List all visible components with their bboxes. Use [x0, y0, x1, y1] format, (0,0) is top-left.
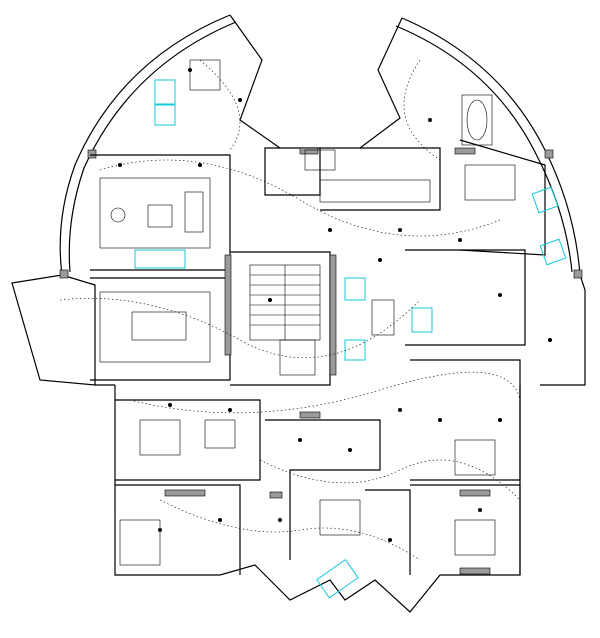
interior-walls [59, 139, 583, 575]
stairs [249, 264, 321, 376]
light-fixtures [118, 68, 552, 542]
outer-walls [11, 14, 586, 613]
furniture [99, 59, 516, 566]
highlighted-furniture [134, 79, 567, 599]
lighting-circuits [59, 59, 521, 561]
